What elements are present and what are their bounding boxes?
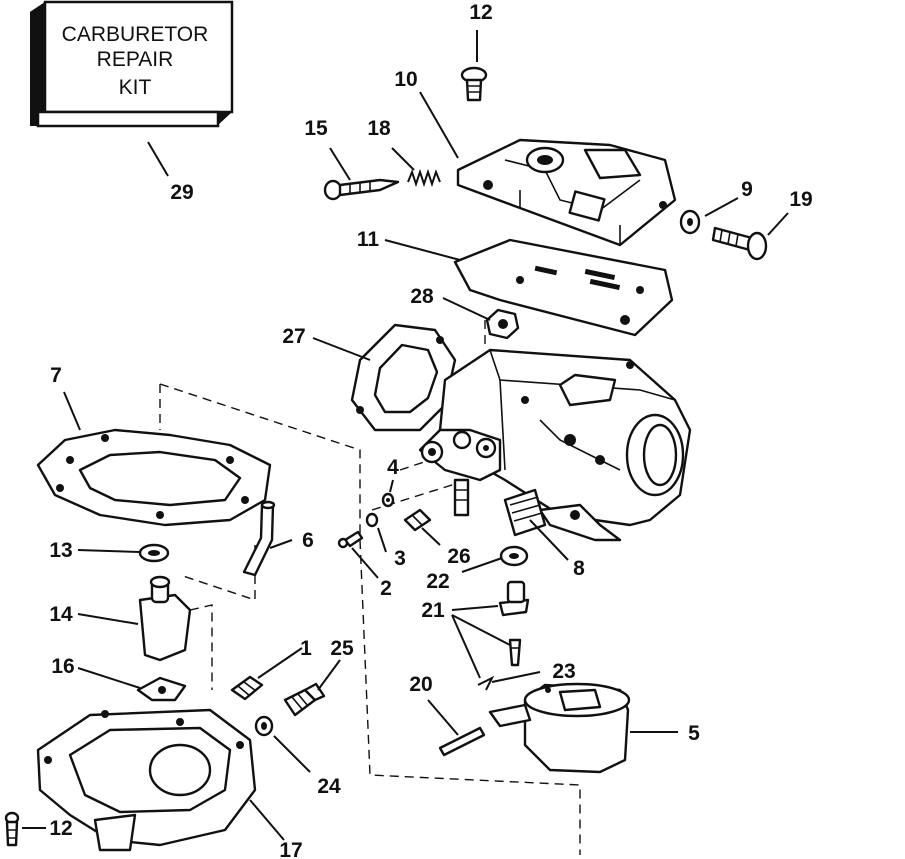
- jet-1: [230, 675, 264, 701]
- repair-kit-box: CARBURETOR REPAIR KIT: [30, 0, 234, 128]
- washer-9: [679, 209, 701, 235]
- callout-25: 25: [330, 637, 354, 660]
- callout-6: 6: [302, 529, 314, 552]
- screw-12-top: [460, 66, 488, 102]
- clip-23: [477, 675, 495, 691]
- gasket-16: [136, 676, 187, 702]
- kit-label-line1: CARBURETOR: [62, 23, 209, 46]
- callout-7: 7: [50, 364, 62, 387]
- plug-25: [283, 682, 326, 717]
- callout-17: 17: [279, 839, 302, 859]
- ball-4: [381, 492, 395, 508]
- callout-16: 16: [51, 655, 74, 678]
- fitting-26: [403, 508, 432, 532]
- callout-20: 20: [409, 673, 432, 696]
- callout-12-bottom: 12: [49, 817, 72, 840]
- callout-15: 15: [304, 117, 328, 140]
- callout-29: 29: [170, 181, 193, 204]
- washer-3: [365, 512, 379, 528]
- callout-numbers: 12 10 15 18 29 9 19 11 28 27 7 4 6 13 3 …: [49, 1, 812, 859]
- callout-12-top: 12: [469, 1, 492, 24]
- tube-6: [242, 500, 276, 577]
- callout-3: 3: [394, 547, 406, 570]
- callout-24: 24: [317, 775, 341, 798]
- kit-label-line3: KIT: [119, 76, 152, 99]
- carburetor-cover: [456, 138, 677, 247]
- screw-12-bottom: [4, 811, 20, 847]
- callout-13: 13: [49, 539, 72, 562]
- callout-2: 2: [380, 577, 392, 600]
- callout-19: 19: [789, 188, 812, 211]
- float-bowl-gasket: [36, 428, 272, 527]
- callout-18: 18: [367, 117, 391, 140]
- nut-28: [485, 308, 520, 340]
- float-14: [138, 575, 192, 662]
- callout-4: 4: [387, 456, 399, 479]
- callout-10: 10: [394, 68, 417, 91]
- washer-13: [138, 543, 170, 563]
- screw-19: [711, 226, 768, 261]
- callout-14: 14: [49, 603, 73, 626]
- needle-valve-15: [323, 178, 400, 201]
- callout-8: 8: [573, 557, 585, 580]
- spring-18: [407, 168, 441, 188]
- washer-24: [254, 715, 274, 737]
- callout-22: 22: [426, 570, 449, 593]
- washer-22: [499, 545, 529, 567]
- float-pin-20: [438, 726, 486, 757]
- screw-2: [337, 530, 364, 549]
- float-bowl-17: [36, 708, 257, 852]
- callout-28: 28: [410, 285, 434, 308]
- kit-label-line2: REPAIR: [97, 48, 174, 71]
- needle-seat-21: [498, 580, 530, 667]
- callout-11: 11: [357, 228, 380, 251]
- callout-23: 23: [552, 660, 575, 683]
- cover-gasket: [453, 238, 674, 337]
- callout-27: 27: [282, 325, 305, 348]
- leader-lines: [22, 30, 789, 841]
- callout-26: 26: [447, 545, 470, 568]
- carburetor-body: [418, 348, 692, 542]
- callout-5: 5: [688, 722, 700, 745]
- callout-9: 9: [741, 178, 753, 201]
- flange-gasket: [350, 323, 457, 432]
- callout-1: 1: [300, 637, 312, 660]
- float-5: [488, 682, 631, 774]
- callout-21: 21: [421, 599, 445, 622]
